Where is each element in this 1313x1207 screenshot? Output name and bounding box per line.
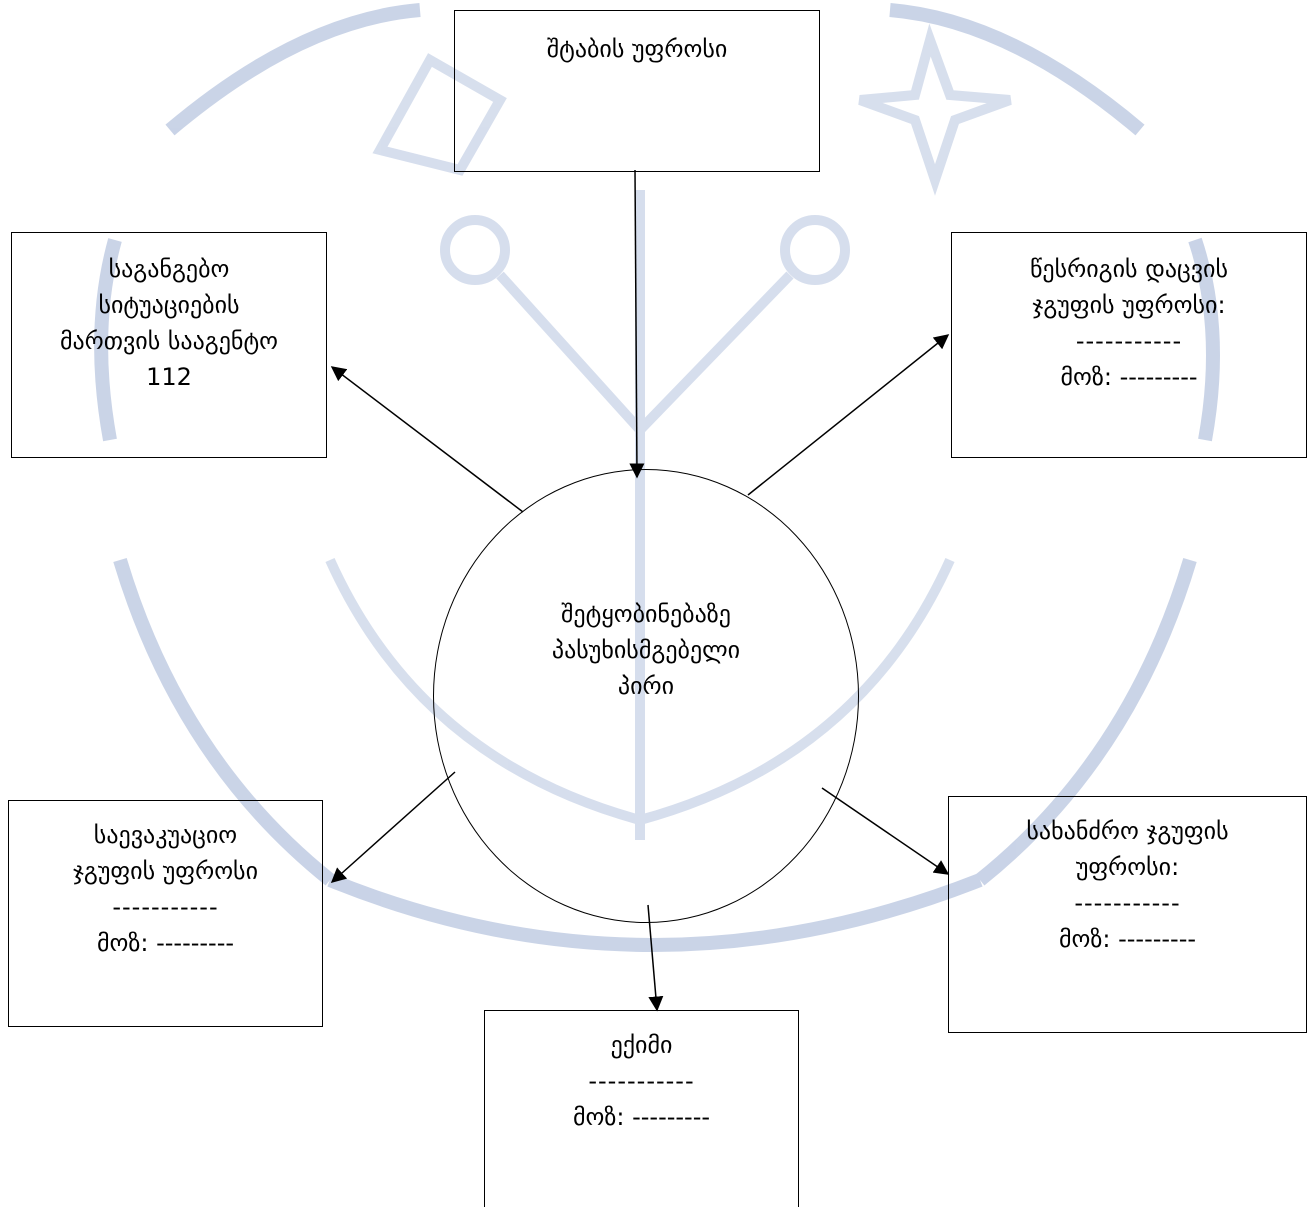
- node-fire-dashes: -----------: [1074, 889, 1181, 917]
- node-fire-line1: სახანძრო ჯგუფის: [1026, 817, 1229, 845]
- node-order-group-chief: წესრიგის დაცვის ჯგუფის უფროსი: ---------…: [951, 232, 1307, 458]
- node-evacuation-group-chief: საევაკუაციო ჯგუფის უფროსი ----------- მო…: [8, 800, 323, 1027]
- node-emergency-agency-line2: სიტუაციების: [98, 291, 240, 319]
- node-evacuation-line2: ჯგუფის უფროსი: [72, 857, 259, 885]
- node-emergency-agency-line3: მართვის სააგენტო: [59, 327, 279, 355]
- node-order-group-line1: წესრიგის დაცვის: [1030, 255, 1228, 283]
- arrow-top-to-center: [629, 169, 645, 479]
- node-evacuation-line1: საევაკუაციო: [93, 821, 238, 849]
- node-responsible-line3: პირი: [617, 672, 675, 700]
- node-emergency-agency-line4: 112: [146, 363, 192, 391]
- node-chief-of-staff: შტაბის უფროსი: [454, 10, 820, 172]
- node-fire-deputy: მოზ: ---------: [1058, 925, 1197, 953]
- node-evacuation-deputy: მოზ: ---------: [96, 929, 235, 957]
- arrow-center-to-right-top: [747, 334, 950, 496]
- node-fire-line2: უფროსი:: [1075, 853, 1180, 881]
- arrow-center-to-left-bottom: [330, 771, 456, 883]
- arrow-center-to-left-top: [330, 366, 524, 513]
- node-doctor: ექიმი ----------- მოზ: ---------: [484, 1010, 799, 1207]
- node-responsible-line2: პასუხისმგებელი: [551, 636, 741, 664]
- node-doctor-line1: ექიმი: [610, 1031, 673, 1059]
- node-responsible-person: შეტყობინებაზე პასუხისმგებელი პირი: [433, 469, 859, 923]
- node-order-group-deputy: მოზ: ---------: [1060, 363, 1198, 391]
- node-doctor-deputy: მოზ: ---------: [572, 1103, 711, 1131]
- node-responsible-line1: შეტყობინებაზე: [561, 600, 731, 628]
- node-order-group-dashes: -----------: [1075, 327, 1183, 355]
- node-emergency-agency: საგანგებო სიტუაციების მართვის სააგენტო 1…: [11, 232, 327, 458]
- node-chief-of-staff-label: შტაბის უფროსი: [546, 35, 728, 63]
- node-fire-group-chief: სახანძრო ჯგუფის უფროსი: ----------- მოზ:…: [948, 796, 1307, 1033]
- node-emergency-agency-line1: საგანგებო: [108, 255, 230, 283]
- arrow-center-to-right-bottom: [821, 787, 950, 875]
- node-evacuation-dashes: -----------: [112, 893, 219, 921]
- node-doctor-dashes: -----------: [588, 1067, 695, 1095]
- node-order-group-line2: ჯგუფის უფროსი:: [1032, 291, 1226, 319]
